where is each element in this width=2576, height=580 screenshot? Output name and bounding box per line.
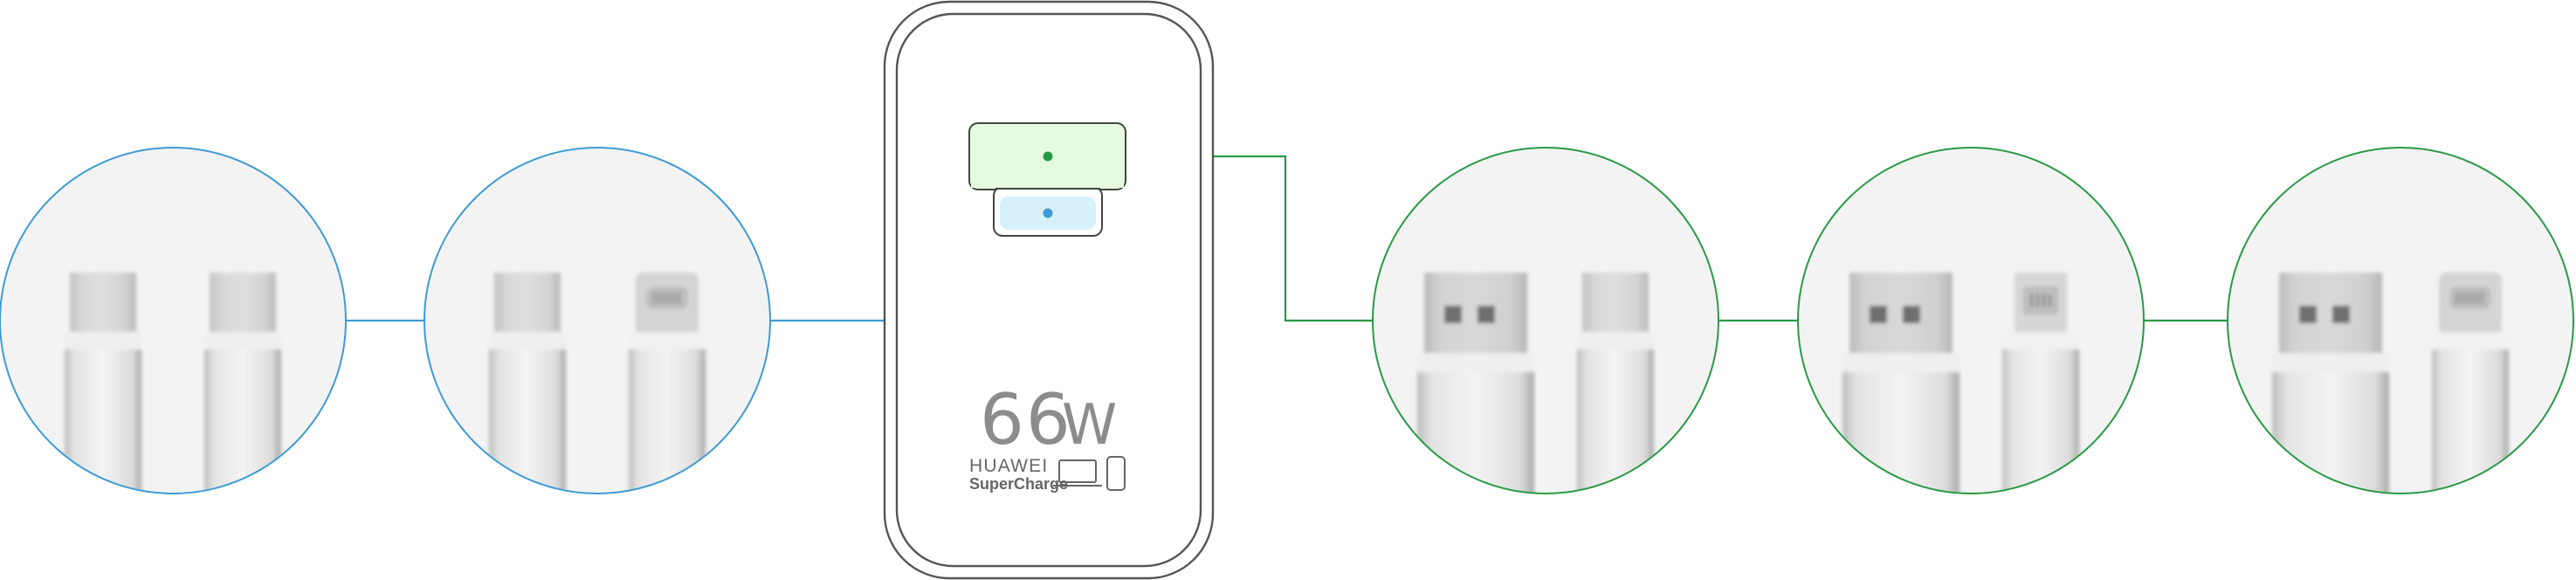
lightning-pin <box>2482 292 2484 304</box>
lightning-pin <box>2473 292 2476 304</box>
cable-body <box>489 349 566 493</box>
cable-group-circle-outline <box>0 147 347 494</box>
lightning-connector <box>2432 273 2509 493</box>
cable-group-circle-outline <box>1372 147 1719 494</box>
phone-icon <box>1106 456 1126 491</box>
lightning-pin <box>674 292 677 304</box>
cable-body <box>629 349 706 493</box>
usb-a-hole <box>2332 306 2350 323</box>
micro-usb-pin <box>2042 293 2045 307</box>
usb-a-hole <box>2299 306 2317 323</box>
charger-outer-outline <box>883 0 1215 580</box>
cable-body <box>1842 372 1960 493</box>
lightning-pin <box>678 292 681 304</box>
lightning-pin <box>670 292 672 304</box>
micro-usb-pin <box>2030 293 2033 307</box>
lightning-pin <box>665 292 668 304</box>
usb-a-hole <box>1870 306 1887 323</box>
usb-a-hole <box>1903 306 1920 323</box>
cable-body <box>2432 349 2509 493</box>
cable-body <box>204 349 281 493</box>
wattage-number: 66 <box>980 379 1072 460</box>
cable-groups <box>0 147 2574 494</box>
usb-c-plug-metal <box>1582 273 1649 335</box>
usb-c-connector <box>65 273 141 493</box>
cable-body <box>1577 349 1654 493</box>
cable-group-circle-outline <box>1797 147 2145 494</box>
usb-c-plug-metal <box>494 273 561 335</box>
usb-c-connector <box>489 273 566 493</box>
cable-group-circle-bg <box>0 148 346 494</box>
cable-group-circle-bg <box>424 148 770 494</box>
usb-a-plug-metal <box>2279 273 2382 356</box>
usb-a-port-dot <box>1043 151 1053 162</box>
usb-c-connector <box>1577 273 1654 493</box>
lightning-pin <box>652 292 655 304</box>
lightning-pin <box>2469 292 2471 304</box>
cable-body <box>65 349 141 493</box>
usb-a-plug-metal <box>1849 273 1953 356</box>
usb-c-connector <box>204 273 281 493</box>
usb-a-port-bottom-mask <box>971 180 1124 188</box>
lightning-pin <box>2455 292 2458 304</box>
cable-group-a-to-lightning <box>2227 147 2574 494</box>
usb-a-hole <box>1444 306 1462 323</box>
usb-c-port-dot <box>1043 208 1053 218</box>
lightning-pin <box>2464 292 2467 304</box>
cable-group-c-to-lightning <box>424 147 771 494</box>
charger-inner-outline <box>895 12 1202 568</box>
charger: 66 W HUAWEI SuperCharge <box>883 0 1215 580</box>
cable-group-circle-outline <box>2227 147 2574 494</box>
laptop-icon <box>1053 459 1102 487</box>
usb-c-plug-metal <box>70 273 136 335</box>
micro-usb-socket <box>2024 287 2057 314</box>
usb-a-collar <box>2272 353 2389 376</box>
brand-name: HUAWEI <box>969 456 1048 476</box>
cable-group-circle-outline <box>424 147 771 494</box>
cable-group-a-to-micro <box>1797 147 2145 494</box>
usb-a-hole <box>1477 306 1495 323</box>
cable-body <box>1417 372 1534 493</box>
usb-a-collar <box>1417 353 1534 376</box>
micro-usb-pin <box>2036 293 2039 307</box>
usb-a-plug-metal <box>1424 273 1527 356</box>
lightning-pin <box>2477 292 2480 304</box>
lightning-connector <box>629 273 706 493</box>
usb-c-plug-metal <box>210 273 276 335</box>
micro-usb-pin <box>2049 293 2051 307</box>
lightning-pin <box>657 292 659 304</box>
lightning-pin <box>661 292 664 304</box>
cable-group-a-to-c <box>1372 147 1719 494</box>
cable-body <box>2272 372 2389 493</box>
lightning-pin <box>2460 292 2462 304</box>
wattage-unit: W <box>1062 393 1117 458</box>
cable-group-c-to-c <box>0 147 347 494</box>
usb-a-collar <box>1842 353 1960 376</box>
brand-feature: SuperCharge <box>969 475 1068 493</box>
cable-body <box>2002 349 2079 493</box>
